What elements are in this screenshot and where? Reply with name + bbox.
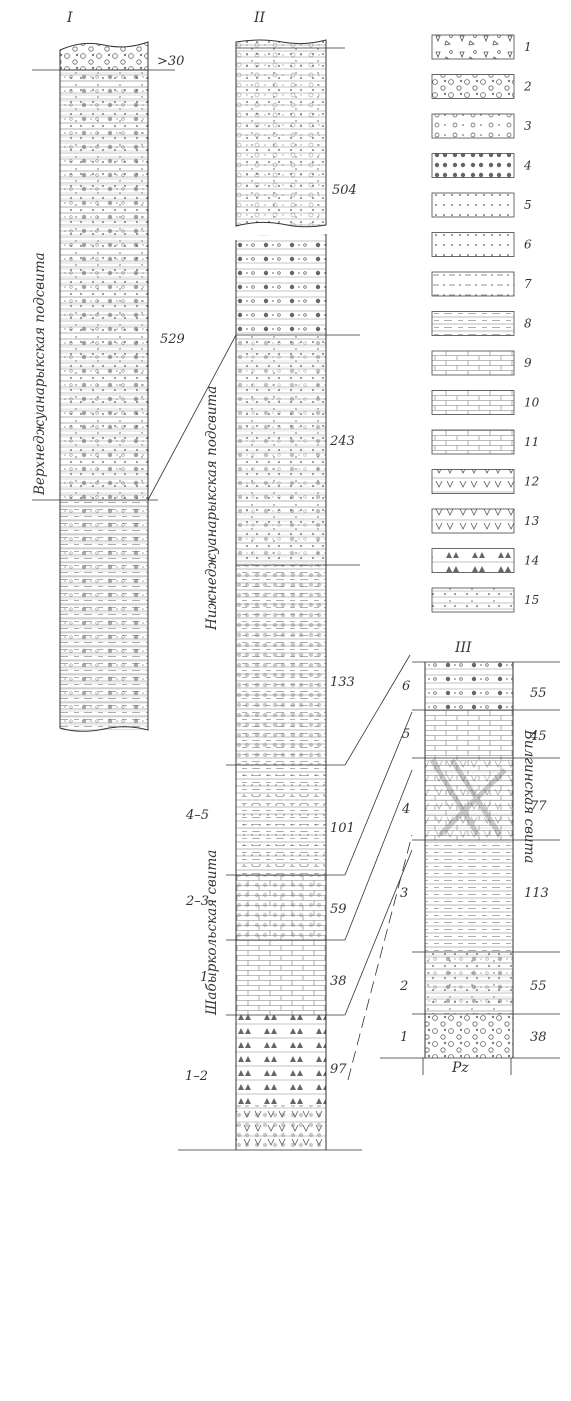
formation-shabyr-label: Шабыркольская свита [204, 850, 220, 1016]
legend-number: 11 [524, 435, 539, 449]
legend-item-8: 8 [432, 312, 532, 336]
legend-item-15: 15 [432, 588, 539, 612]
massive-limestone-icon [432, 391, 514, 415]
thickness-II-38: 38 [330, 974, 347, 989]
siltstone-icon [432, 272, 514, 296]
column-II-gravel-top [236, 234, 326, 335]
column-II-siltstone-overlay [236, 565, 326, 765]
mudstone-icon [432, 312, 514, 336]
legend-item-1: 1 [432, 35, 532, 59]
fossil-marker-icon [432, 549, 514, 573]
formation-upper-label: Верхнеджуанарыкская подсвита [32, 252, 48, 496]
column-II-unit-1-2 [236, 1015, 326, 1105]
column-III-unit-4-volcanics [425, 758, 513, 840]
column-III-unit-3 [425, 840, 513, 952]
column-I-label: I [66, 10, 73, 26]
thickness-III-38: 38 [530, 1030, 547, 1045]
formation-bilgin-label: Билгинская свита [521, 729, 537, 863]
limestone-icon [432, 351, 514, 375]
column-III-unit-5 [425, 710, 513, 758]
column-II-upper-fragment-overlay [236, 40, 326, 227]
thickness-II-504: 504 [332, 183, 357, 198]
lava-icon [432, 470, 514, 494]
legend-number: 6 [524, 238, 532, 252]
gravelstone-icon [432, 114, 514, 138]
base-pz-label: Pz [451, 1060, 469, 1076]
legend-number: 7 [524, 277, 532, 291]
column-II-label: II [253, 10, 266, 26]
unit-III-1: 1 [400, 1030, 408, 1045]
legend-item-3: 3 [432, 114, 532, 138]
legend-item-5: 5 [432, 193, 532, 217]
thickness-I-529: 529 [160, 332, 185, 347]
fossil-limestone-icon [432, 430, 514, 454]
column-II-base-overlay [236, 1105, 326, 1150]
sandstone-icon [432, 193, 514, 217]
legend-item-14: 14 [432, 549, 539, 573]
legend-item-2: 2 [432, 75, 532, 99]
thickness-II-243: 243 [329, 434, 355, 449]
column-II-unit-4-5-overlay [236, 765, 326, 875]
unit-III-6: 6 [402, 679, 410, 694]
legend-item-12: 12 [432, 470, 539, 494]
column-III-unit-6 [425, 662, 513, 710]
unit-III-5: 5 [402, 727, 410, 742]
fine-sandstone-icon [432, 233, 514, 257]
legend-number: 13 [524, 514, 540, 528]
legend-item-10: 10 [432, 391, 540, 415]
column-III-unit-2-overlay [425, 952, 513, 1014]
plant-remains-icon [432, 588, 514, 612]
legend-number: 8 [524, 317, 532, 331]
thickness-II-59: 59 [330, 902, 347, 917]
unit-III-3: 3 [400, 886, 408, 901]
thickness-III-55-bottom: 55 [530, 979, 547, 994]
column-I: I >30 529 [32, 10, 185, 731]
legend-number: 5 [524, 198, 532, 212]
unit-II-1-2: 1–2 [185, 1069, 208, 1084]
breccia-icon [432, 35, 514, 59]
legend-number: 4 [523, 159, 532, 173]
legend-number: 2 [523, 80, 532, 94]
tuff-icon [432, 509, 514, 533]
legend-number: 15 [524, 593, 539, 607]
thickness-III-113: 113 [524, 886, 549, 901]
unit-II-1: 1 [200, 970, 208, 985]
legend-item-11: 11 [432, 430, 539, 454]
thickness-III-45: 45 [529, 729, 547, 744]
column-III-unit-1 [425, 1014, 513, 1058]
column-I-lower-gravel-overlay [60, 500, 148, 730]
unit-III-2: 2 [399, 979, 408, 994]
thickness-II-97: 97 [330, 1062, 347, 1077]
legend-number: 1 [524, 40, 532, 54]
legend-item-9: 9 [432, 351, 532, 375]
legend-number: 10 [524, 396, 540, 410]
unit-II-4-5: 4–5 [185, 808, 209, 823]
coarse-sandstone-icon [432, 154, 514, 178]
conglomerate-icon [432, 75, 514, 99]
thickness-I-30: >30 [157, 54, 184, 69]
thickness-III-77: 77 [530, 799, 547, 814]
column-I-top-conglomerate [60, 42, 148, 70]
legend-number: 3 [524, 119, 532, 133]
legend-item-6: 6 [432, 233, 532, 257]
unit-II-2-3: 2–3 [185, 894, 209, 909]
legend-item-4: 4 [432, 154, 532, 178]
column-II-unit-1 [236, 940, 326, 1015]
column-III-label: III [454, 640, 472, 656]
legend-number: 12 [524, 475, 539, 489]
column-II-sandstone-overlay [236, 335, 326, 565]
unit-III-4: 4 [401, 802, 410, 817]
column-II-unit-2-3-overlay [236, 875, 326, 940]
thickness-III-55-top: 55 [530, 686, 547, 701]
legend-item-7: 7 [432, 272, 532, 296]
column-I-gravel-overlay [60, 70, 148, 500]
thickness-II-133: 133 [330, 675, 355, 690]
formation-lower-label: Нижнеджуанарыкская подсвита [204, 386, 220, 631]
legend-number: 14 [524, 554, 539, 568]
legend-item-13: 13 [432, 509, 540, 533]
legend-number: 9 [524, 356, 532, 370]
thickness-II-101: 101 [330, 821, 355, 836]
